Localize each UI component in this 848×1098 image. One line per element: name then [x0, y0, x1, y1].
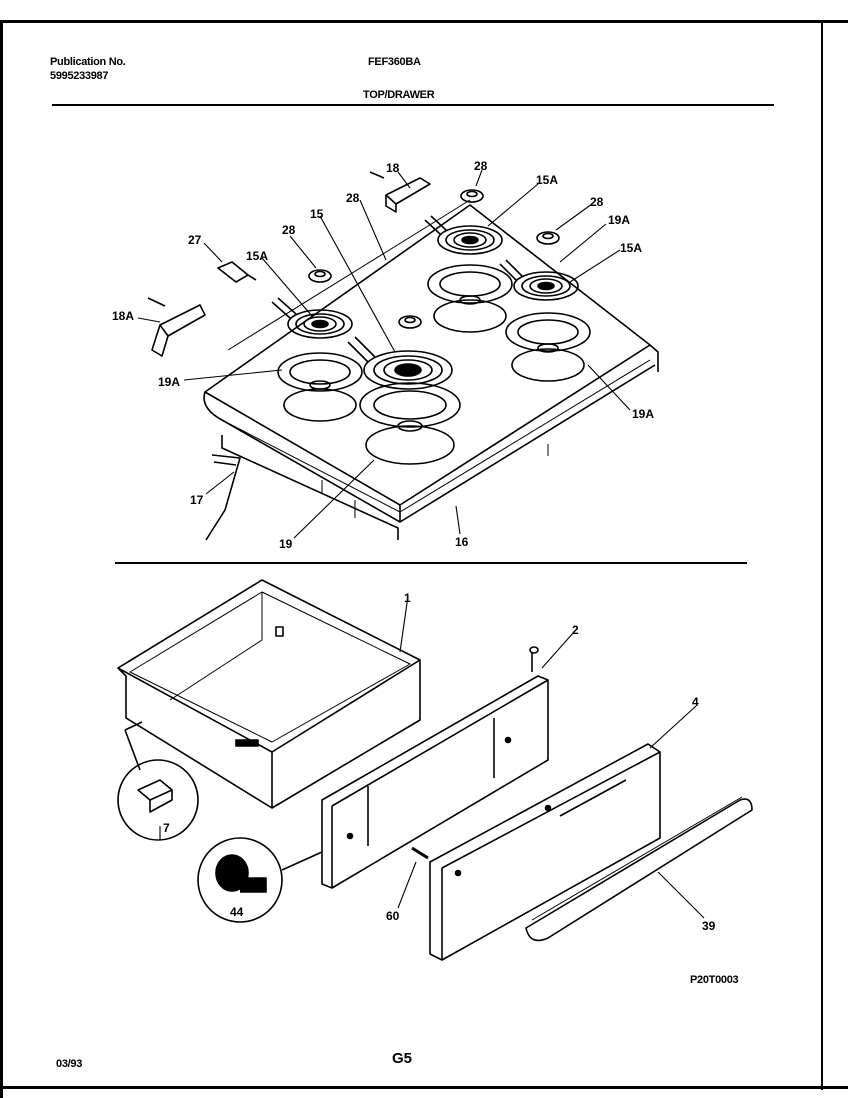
callout-18: 18 [386, 161, 400, 175]
drip-bowl-left [277, 352, 363, 422]
revision-date: 03/93 [56, 1058, 83, 1070]
drawer-panel-2 [321, 646, 549, 889]
drawer-body-1 [117, 579, 421, 809]
surface-element-right [499, 259, 579, 301]
callout-1: 1 [404, 591, 411, 605]
header-rule [52, 104, 774, 106]
publication-label: Publication No. [50, 56, 126, 68]
model-number: FEF360BA [368, 56, 421, 68]
bracket-18A [147, 297, 206, 357]
drip-bowl-back [427, 264, 513, 333]
page-border-bottom [0, 1086, 848, 1089]
page-border-right [821, 20, 823, 1090]
callout-18A: 18A [112, 309, 134, 323]
callout-4: 4 [692, 695, 699, 709]
callout-labels: 18 28 15A 28 19A 15A 28 15 27 28 15A 18A… [112, 159, 716, 933]
drawer-handle-39 [525, 796, 753, 942]
callout-60: 60 [386, 909, 400, 923]
callout-15A-top: 15A [536, 173, 558, 187]
callout-19A-left: 19A [158, 375, 180, 389]
leader-lines [137, 169, 705, 919]
callout-19: 19 [279, 537, 293, 551]
callout-28-top: 28 [474, 159, 488, 173]
callout-15A-left: 15A [246, 249, 268, 263]
screw-60 [411, 846, 429, 860]
page-border-left [0, 20, 3, 1098]
callout-19A-right: 19A [632, 407, 654, 421]
drip-bowl-right [505, 312, 591, 382]
section-divider [115, 562, 747, 564]
callout-17: 17 [190, 493, 204, 507]
figure-code: P20T0003 [690, 974, 739, 986]
drip-bowl-front [359, 382, 461, 465]
callout-16: 16 [455, 535, 469, 549]
publication-number: 5995233987 [50, 70, 109, 82]
callout-28-right: 28 [590, 195, 604, 209]
callout-28-left: 28 [282, 223, 296, 237]
surface-element-front [347, 336, 453, 390]
callout-7: 7 [163, 821, 170, 835]
drawer-front-4 [429, 743, 661, 961]
callout-44: 44 [230, 905, 244, 919]
page-number: G5 [392, 1050, 413, 1067]
callout-15A-right: 15A [620, 241, 642, 255]
cooktop-panel [203, 199, 659, 523]
drawer-frame-front [221, 435, 549, 540]
receptacle-18 [369, 171, 431, 213]
callout-2: 2 [572, 623, 579, 637]
wire-harness-17 [205, 454, 241, 541]
detail-circle-7 [117, 721, 199, 841]
trim-ring-parts [308, 189, 560, 329]
section-title: TOP/DRAWER [363, 89, 435, 101]
callout-19A-top: 19A [608, 213, 630, 227]
callout-39: 39 [702, 919, 716, 933]
callout-28-mid: 28 [346, 191, 360, 205]
callout-27: 27 [188, 233, 202, 247]
detail-circle-44 [197, 837, 323, 923]
page-border-top [0, 20, 848, 23]
surface-element-left [271, 297, 353, 339]
terminal-block-27 [217, 261, 257, 283]
surface-element-back [424, 215, 503, 255]
callout-15: 15 [310, 207, 324, 221]
